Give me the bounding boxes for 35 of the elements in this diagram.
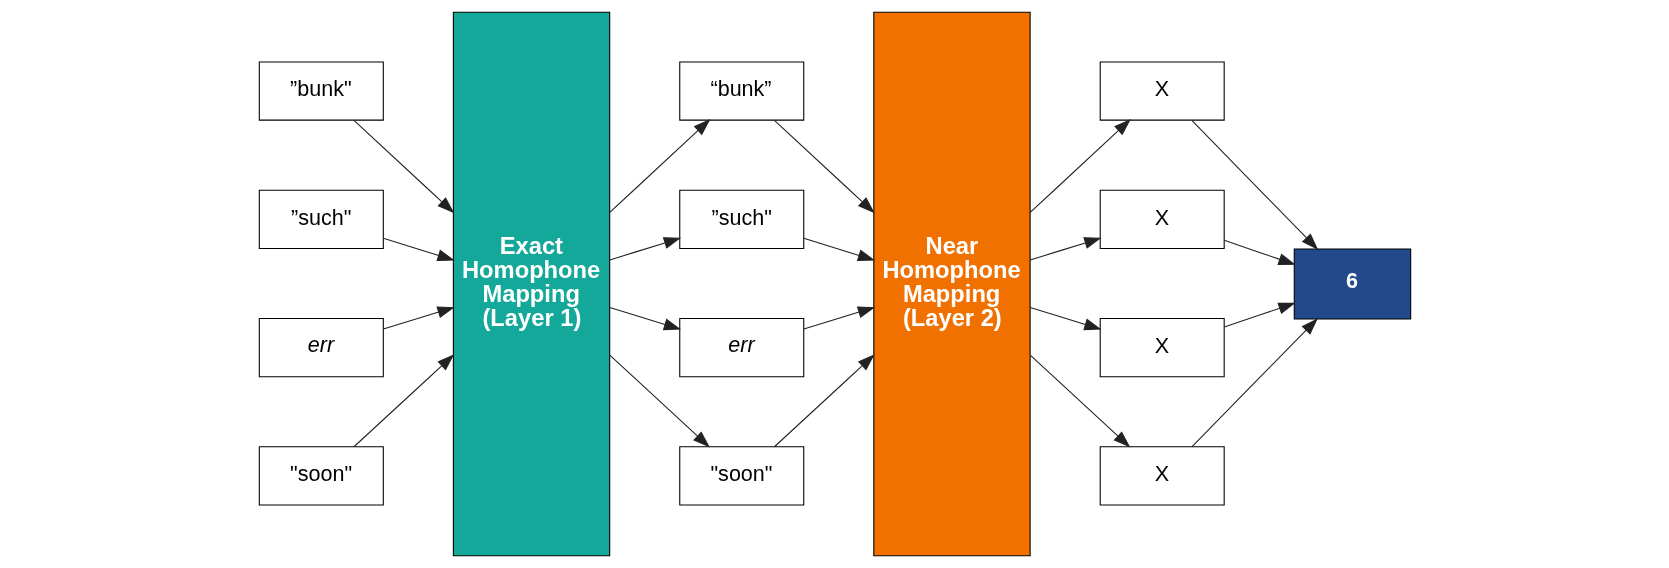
arrow	[608, 237, 681, 261]
node-box: “bunk”	[678, 61, 804, 121]
arrow	[773, 354, 875, 448]
arrow	[773, 119, 875, 214]
arrow	[1029, 119, 1131, 213]
arrow	[802, 306, 875, 330]
node-box: err	[678, 317, 804, 378]
arrow	[1029, 354, 1130, 448]
node-box: X	[1099, 189, 1225, 249]
arrow	[1029, 237, 1102, 261]
node-box: Near Homophone Mapping (Layer 2)	[872, 11, 1031, 557]
arrow	[608, 307, 681, 331]
node-box: 6	[1293, 248, 1411, 320]
arrow	[382, 306, 455, 330]
node-box: X	[1099, 61, 1225, 121]
arrow	[802, 237, 875, 262]
node-box: "soon"	[258, 446, 384, 506]
node-box: X	[1099, 317, 1225, 378]
node-box: err	[258, 317, 384, 378]
arrow	[1190, 318, 1318, 448]
arrow	[608, 119, 710, 213]
node-box: Exact Homophone Mapping (Layer 1)	[452, 11, 610, 557]
arrow	[352, 119, 454, 214]
node-box: ”such"	[258, 189, 384, 249]
arrow	[382, 237, 455, 262]
arrow	[1029, 307, 1102, 331]
node-box: ”bunk"	[258, 61, 384, 121]
arrow	[1223, 239, 1296, 265]
arrow	[1190, 119, 1318, 250]
arrow	[352, 354, 454, 448]
node-box: X	[1099, 446, 1225, 506]
node-box: ”such"	[678, 189, 804, 249]
node-box: "soon"	[678, 446, 804, 506]
arrow	[1223, 302, 1296, 328]
arrow	[608, 354, 710, 448]
